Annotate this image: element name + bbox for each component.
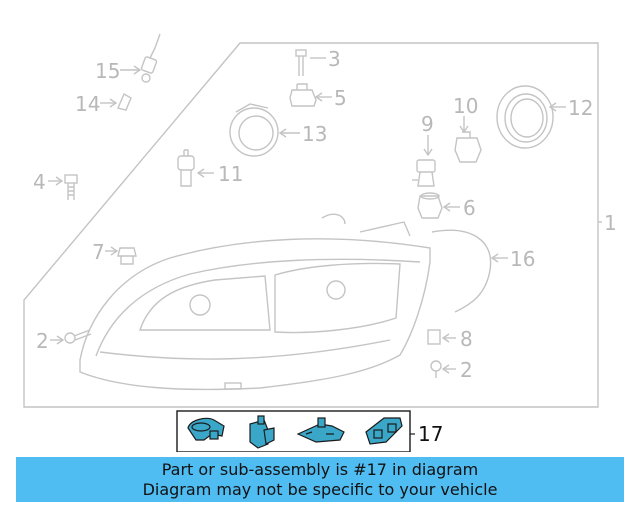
part-3-screw-icon <box>295 49 307 76</box>
part-16-light-guide-icon <box>431 229 492 313</box>
callout-10: 10 <box>453 94 478 118</box>
part-7-nut-icon <box>117 247 137 265</box>
repair-kit-icon <box>365 417 403 445</box>
part-9-bulb-icon <box>412 159 436 187</box>
callout-15: 15 <box>95 59 120 83</box>
callout-4: 4 <box>33 170 46 194</box>
part-14-clip-icon <box>117 93 132 111</box>
callout-14: 14 <box>75 92 100 116</box>
callout-2-left: 2 <box>36 329 49 353</box>
headlamp-housing-icon <box>79 213 431 391</box>
part-2-screw-icon-right <box>430 360 442 378</box>
callout-12: 12 <box>568 96 593 120</box>
callout-17: 17 <box>418 422 443 446</box>
part-13-cover-cap-icon <box>229 103 279 157</box>
mount-bracket-icon <box>296 417 345 443</box>
parts-diagram: 15 14 4 7 2 3 5 <box>23 33 617 452</box>
part-8-clip-icon <box>427 329 441 345</box>
callout-3: 3 <box>328 47 341 71</box>
callout-7: 7 <box>92 240 105 264</box>
part-11-bulb-icon <box>177 149 195 187</box>
part-4-screw-icon <box>64 174 78 200</box>
assembly-frame <box>23 42 599 408</box>
callout-9: 9 <box>421 112 434 136</box>
bulb-socket-icon <box>187 417 225 441</box>
callout-11: 11 <box>218 162 243 186</box>
callout-6: 6 <box>463 196 476 220</box>
info-banner: Part or sub-assembly is #17 in diagram D… <box>16 457 624 502</box>
callout-16: 16 <box>510 247 535 271</box>
callout-8: 8 <box>460 327 473 351</box>
callout-1: 1 <box>604 211 617 235</box>
part-12-cover-ring-icon <box>496 85 554 149</box>
part-15-connector-icon <box>140 33 161 83</box>
callout-2-right: 2 <box>460 358 473 382</box>
part-6-bulb-socket-icon <box>417 192 443 219</box>
callout-13: 13 <box>302 122 327 146</box>
part-10-socket-icon <box>454 131 482 163</box>
callout-5: 5 <box>334 86 347 110</box>
banner-line-2: Diagram may not be specific to your vehi… <box>142 480 498 499</box>
part-5-bracket-icon <box>289 83 317 107</box>
bracket-icon <box>249 415 275 449</box>
banner-line-1: Part or sub-assembly is #17 in diagram <box>161 460 479 479</box>
part-2-screw-icon <box>64 329 92 344</box>
